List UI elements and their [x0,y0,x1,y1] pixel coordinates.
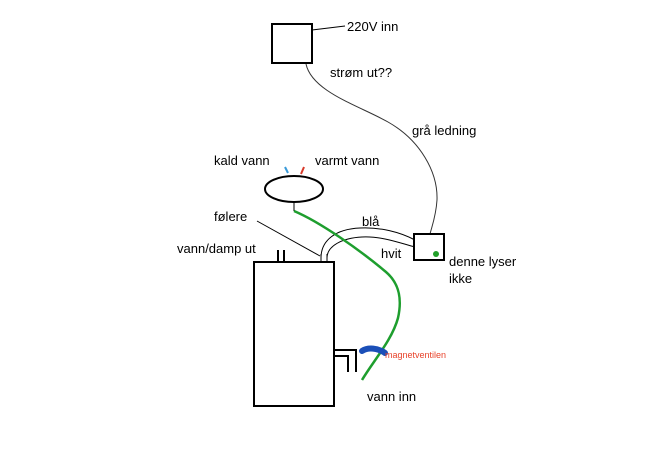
indicator-led [433,251,439,257]
white-wire [326,236,416,259]
solenoid-valve [359,345,388,356]
power-in-leader [311,25,346,31]
control-box [413,233,445,261]
inlet-fitting-outer [334,349,357,372]
cold-water-marker [284,166,289,174]
water-in-label: vann inn [367,389,416,404]
gray-wire-label: grå ledning [412,123,476,138]
power-in-label: 220V inn [347,19,398,34]
inlet-fitting-inner [334,355,349,372]
blue-wire [320,227,416,259]
tank [253,261,335,407]
solenoid-valve-label: magnetventilen [385,350,446,360]
cold-water-label: kald vann [214,153,270,168]
blue-wire-label: blå [362,214,380,229]
white-wire-label: hvit [381,246,402,261]
sensors-label: følere [214,209,247,224]
gray-wire [305,63,438,235]
sensor-leader [256,220,321,257]
hot-water-marker [300,166,305,175]
not-lit-label-line2: ikke [449,271,472,286]
not-lit-label-line1: denne lyser [449,254,517,269]
power-out-label: strøm ut?? [330,65,392,80]
mixer-ellipse [264,175,324,203]
power-junction-box [271,23,313,64]
hot-water-label: varmt vann [315,153,379,168]
water-steam-out-label: vann/damp ut [177,241,256,256]
